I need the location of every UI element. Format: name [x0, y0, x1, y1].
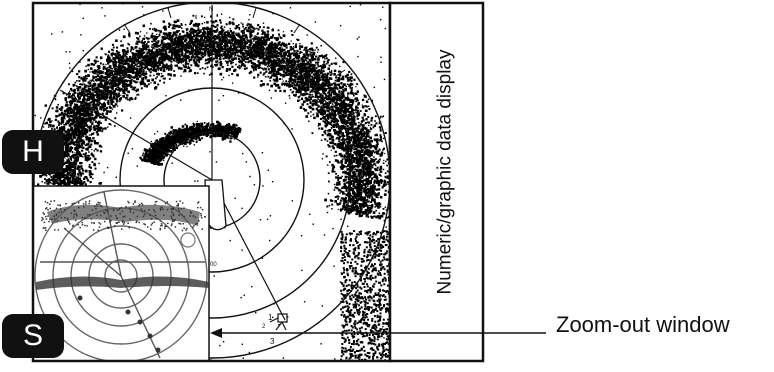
numeric-graphic-data-display-panel: Numeric/graphic data display — [425, 12, 465, 332]
data-panel-label: Numeric/graphic data display — [434, 49, 456, 294]
h-mode-badge: H — [2, 130, 64, 174]
range-mark-label: 00 — [210, 262, 217, 268]
ship-marker-label: 1 — [268, 313, 273, 322]
s-mode-badge: S — [2, 314, 64, 358]
s-badge-label: S — [23, 319, 43, 353]
range-number-label: 3 — [270, 337, 275, 346]
zoom-out-window-callout: Zoom-out window — [556, 312, 730, 338]
h-badge-label: H — [22, 135, 44, 169]
bearing-top-label: N — [209, 7, 213, 13]
